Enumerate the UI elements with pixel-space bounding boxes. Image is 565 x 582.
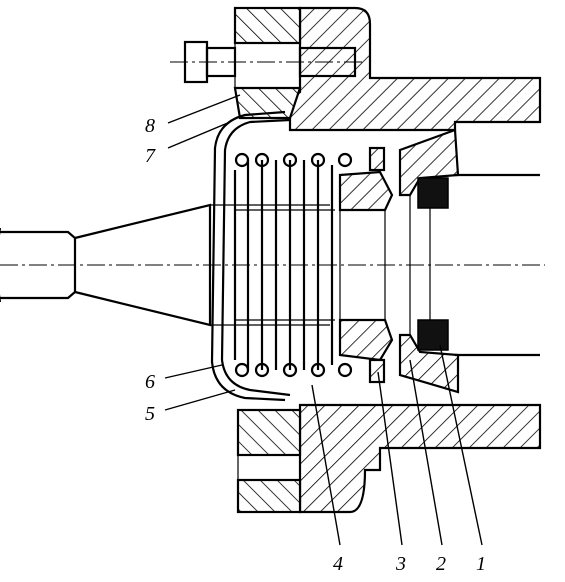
callout-leaders	[164, 94, 483, 546]
shaft	[0, 203, 545, 327]
callout-5: 5	[145, 403, 155, 425]
stationary-ring	[398, 128, 540, 394]
callout-3: 3	[395, 553, 406, 575]
bellows-cup	[210, 110, 291, 402]
flange-top	[233, 6, 302, 120]
callout-1: 1	[476, 553, 486, 575]
rotating-ring	[338, 146, 394, 384]
callout-4: 4	[333, 553, 343, 575]
callout-8: 8	[145, 115, 155, 137]
callout-2: 2	[436, 553, 446, 575]
housing-bottom	[298, 403, 542, 514]
bellows	[233, 152, 353, 378]
bolt	[170, 40, 365, 84]
callout-6: 6	[145, 371, 155, 393]
flange-bottom	[236, 408, 302, 514]
housing-top	[288, 6, 542, 132]
callout-7: 7	[145, 145, 156, 167]
